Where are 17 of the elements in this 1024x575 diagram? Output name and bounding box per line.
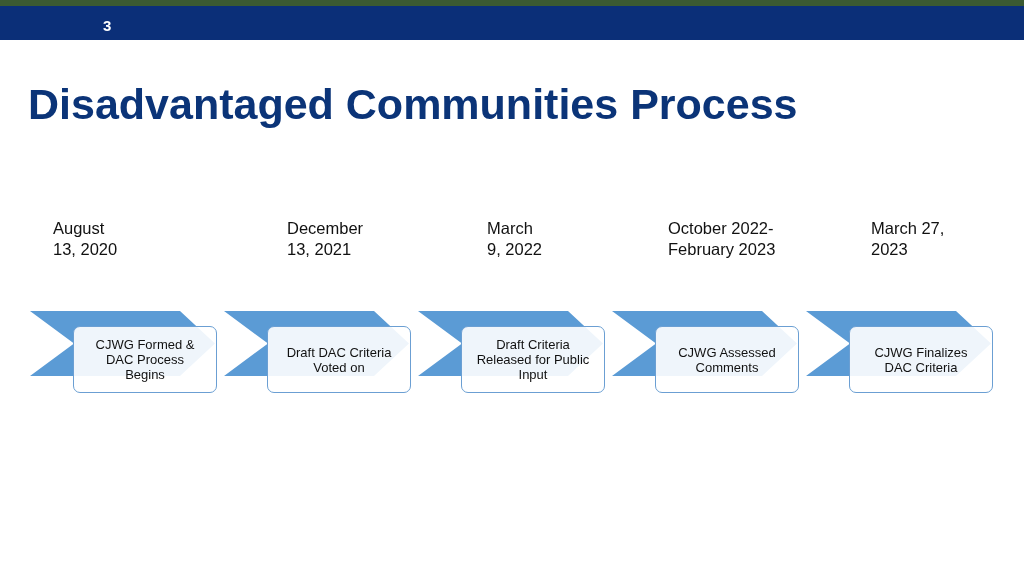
date-text: March 9, 2022 bbox=[487, 218, 544, 259]
step-box bbox=[461, 326, 605, 393]
step-box bbox=[267, 326, 411, 393]
step-text: Draft Criteria Released for Public Input bbox=[476, 337, 590, 382]
page-number: 3 bbox=[103, 17, 112, 34]
step-box bbox=[73, 326, 217, 393]
step-box bbox=[655, 326, 799, 393]
date-text: March 27, 2023 bbox=[871, 218, 946, 259]
date-text: August 13, 2020 bbox=[53, 218, 119, 259]
step-text: CJWG Finalizes DAC Criteria bbox=[873, 344, 969, 375]
date-text: December 13, 2021 bbox=[287, 218, 365, 259]
step-text: Draft DAC Criteria Voted on bbox=[285, 344, 393, 375]
date-text: October 2022- February 2023 bbox=[668, 218, 777, 259]
title: Disadvantaged Communities Process bbox=[28, 80, 798, 129]
step-text: CJWG Formed & DAC Process Begins bbox=[94, 337, 196, 382]
step-text: CJWG Assessed Comments bbox=[677, 344, 777, 375]
step-box bbox=[849, 326, 993, 393]
